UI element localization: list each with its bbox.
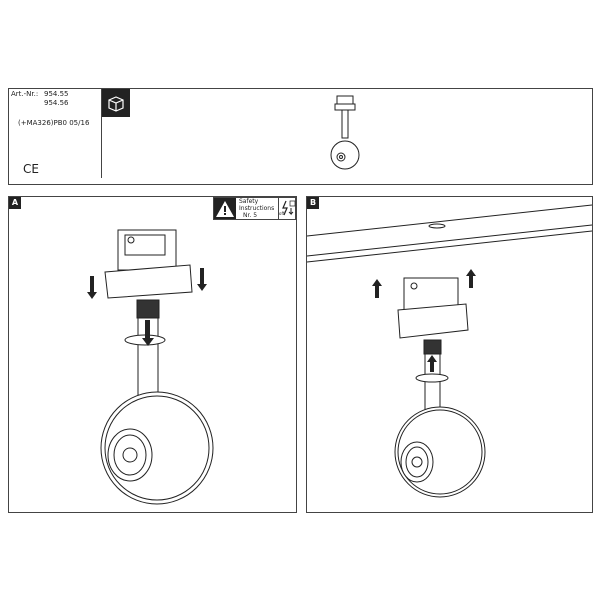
safety-box: Safety Instructions Nr. 5 off <box>213 197 296 220</box>
safety-ref: Nr. 5 <box>243 212 258 219</box>
panel-b <box>306 196 593 513</box>
safety-title-2: Instructions <box>239 205 275 212</box>
warning-triangle-icon <box>214 198 236 219</box>
ce-mark: CE <box>23 162 39 176</box>
panel-a-arrows <box>87 268 207 346</box>
arrow-down-icon <box>87 276 97 299</box>
panel-b-arrows <box>372 269 476 372</box>
arrow-up-icon <box>427 355 437 372</box>
header-spotlight-drawing <box>330 95 360 170</box>
article-number-2: 954.56 <box>44 99 69 107</box>
arrow-down-icon <box>142 320 154 346</box>
safety-title-1: Safety <box>239 198 259 205</box>
panel-a-drawing <box>100 229 214 505</box>
panel-b-label: B <box>307 197 319 209</box>
package-box-icon <box>102 89 130 117</box>
arrow-down-icon <box>197 268 207 291</box>
arrow-up-icon <box>372 279 382 298</box>
article-number-1: 954.55 <box>44 90 69 98</box>
panel-b-drawing <box>306 204 593 498</box>
power-off-icon: off <box>278 198 297 219</box>
panel-a-label: A <box>9 197 21 209</box>
panel-a <box>8 196 297 513</box>
article-label: Art.-Nr.: <box>11 90 39 98</box>
arrow-up-icon <box>466 269 476 288</box>
document-code: (+MA326)PB0 05/16 <box>18 119 90 127</box>
header-divider <box>101 88 102 178</box>
header-box <box>8 88 593 185</box>
